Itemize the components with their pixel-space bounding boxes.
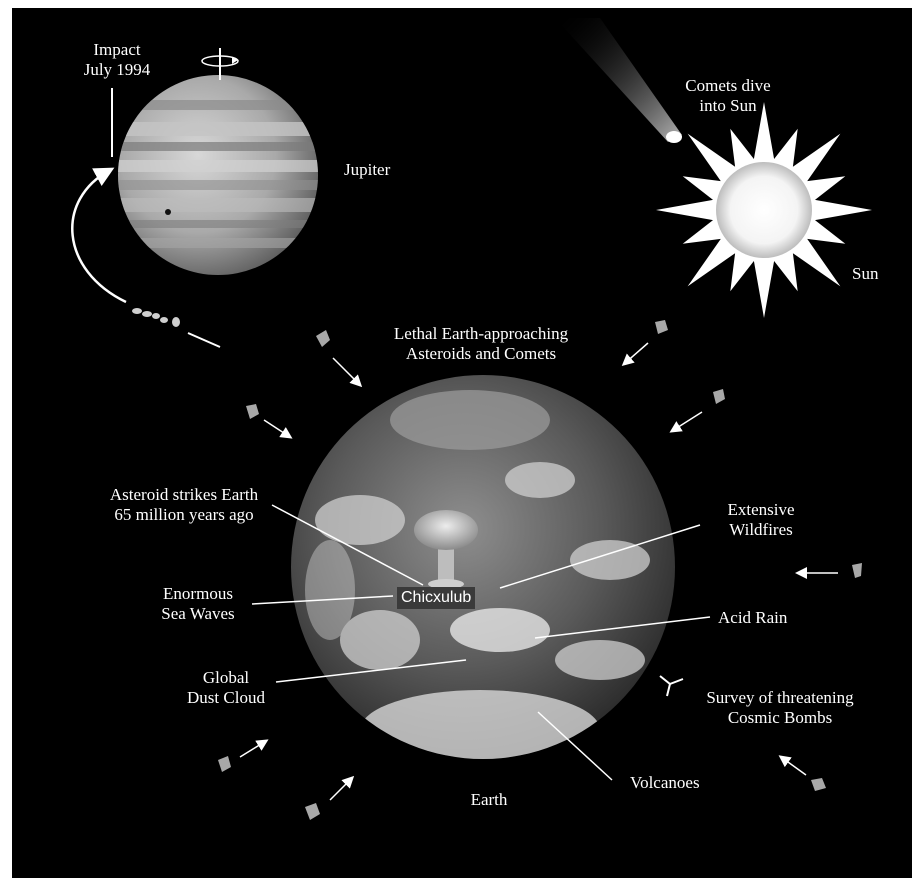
lethal-asteroids-label: Lethal Earth-approaching Asteroids and C…: [393, 324, 569, 363]
volcanoes-label: Volcanoes: [630, 773, 700, 792]
sun-star: [656, 102, 872, 318]
asteroid-7: [305, 803, 320, 820]
arrow-6: [239, 739, 269, 758]
jupiter-planet: [118, 75, 318, 275]
asteroid-5: [852, 563, 862, 578]
fragment-path-arrow: [71, 167, 127, 304]
survey-label: Survey of threatening Cosmic Bombs: [706, 688, 854, 727]
antenna-icon: [659, 675, 684, 697]
global-dust-cloud-label: Global Dust Cloud: [187, 668, 265, 707]
acid-rain-label: Acid Rain: [718, 608, 788, 627]
asteroid-1: [316, 330, 330, 347]
arrow-2: [621, 342, 649, 366]
arrow-7: [329, 775, 355, 801]
rotation-icon: [201, 48, 239, 80]
extensive-wildfires-label: Extensive Wildfires: [727, 500, 795, 539]
asteroid-3: [246, 404, 259, 419]
asteroid-8: [811, 778, 826, 791]
enormous-sea-waves-label: Enormous Sea Waves: [161, 584, 235, 623]
leader-lines: [251, 504, 711, 781]
jupiter-label: Jupiter: [344, 160, 391, 179]
arrow-3: [263, 419, 293, 439]
chicxulub-label: Chicxulub: [397, 587, 476, 609]
comets-dive-label: Comets dive into Sun: [685, 76, 771, 115]
sun-label: Sun: [852, 264, 879, 283]
asteroid-6: [218, 756, 231, 772]
earth-planet: [291, 375, 675, 759]
comet-fragments: [132, 308, 180, 327]
arrow-1: [332, 357, 363, 388]
impact-label: Impact July 1994: [83, 40, 151, 79]
fragment-trail-line: [187, 332, 221, 348]
arrow-8: [778, 755, 807, 776]
asteroid-2: [655, 320, 668, 334]
asteroid-4: [713, 389, 725, 404]
earth-label: Earth: [470, 790, 508, 809]
asteroid-strikes-label: Asteroid strikes Earth 65 million years …: [109, 485, 259, 524]
comet: [555, 18, 682, 143]
arrow-4: [669, 411, 703, 433]
impact-mushroom-cloud: [414, 510, 478, 589]
